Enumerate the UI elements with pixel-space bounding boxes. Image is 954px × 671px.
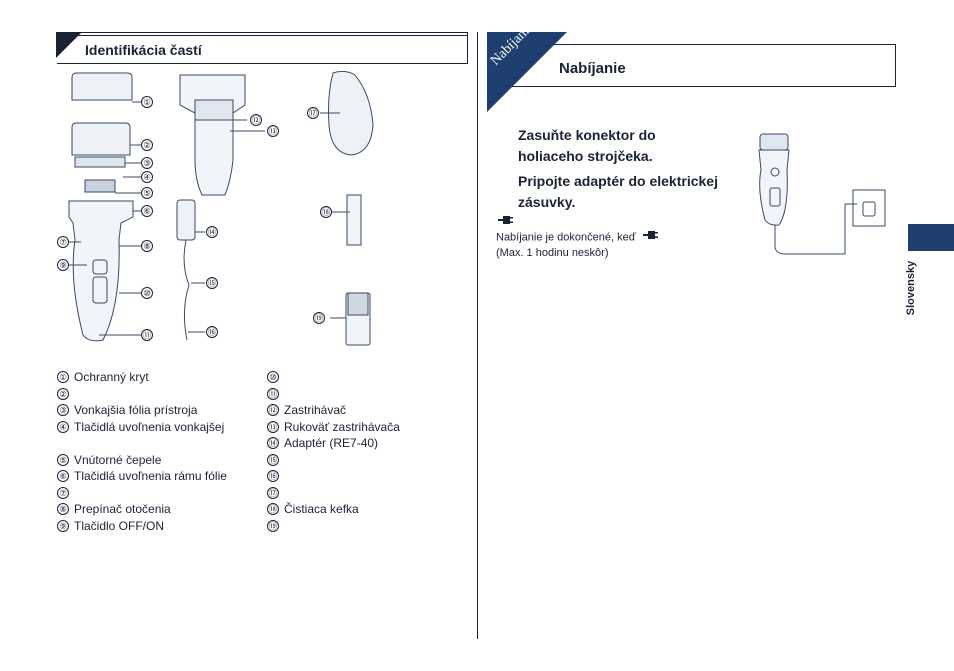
part-label: Tlačidlo OFF/ON [74, 518, 165, 533]
part-label: Tlačidlá uvoľnenia vonkajšej [74, 419, 225, 434]
part-number: ⑱ [267, 503, 279, 516]
callout-18: ⑱ [320, 206, 332, 218]
callout-6: ⑥ [141, 205, 153, 217]
header-top-rule [57, 35, 467, 36]
side-language-label: Slovensky [905, 260, 918, 316]
part-label: Tlačidlá uvoľnenia rámu fólie [74, 469, 227, 483]
page-divider [477, 32, 478, 639]
part-row: ⑬ Rukoväť zastrihávača [267, 419, 400, 436]
part-row: ⑧ Prepínač otočenia [57, 501, 227, 518]
callout-15: ⑮ [206, 277, 218, 289]
callout-10: ⑩ [141, 287, 153, 299]
part-number: ① [57, 371, 69, 384]
left-section-header: Identifikácia častí [56, 32, 468, 64]
part-row: ④ Tlačidlá uvoľnenia vonkajšej [57, 419, 227, 436]
callout-3: ③ [141, 157, 153, 169]
plug-icon [498, 212, 514, 230]
part-row: ⑨ Tlačidlo OFF/ON [57, 518, 227, 535]
part-number: ⑲ [267, 519, 279, 532]
callout-12: ⑫ [250, 114, 262, 126]
part-number: ⑥ [57, 470, 69, 483]
callout-16: ⑯ [206, 326, 218, 338]
part-row: ⑲ [267, 518, 400, 535]
part-number: ⑰ [267, 486, 279, 499]
section-title: Identifikácia častí [85, 42, 202, 58]
callout-7: ⑦ [57, 236, 69, 248]
part-label: Adaptér (RE7-40) [284, 436, 379, 450]
part-row: ⑪ [267, 386, 400, 403]
parts-illustration [67, 70, 374, 346]
part-number: ⑨ [57, 519, 69, 532]
part-row: ⑯ [267, 468, 400, 485]
part-row: ⑫ Zastrihávač [267, 402, 400, 419]
part-number: ③ [57, 404, 69, 417]
part-number: ⑤ [57, 453, 69, 466]
callout-17: ⑰ [307, 107, 319, 119]
part-label: Ochranný kryt [74, 370, 149, 384]
part-number: ⑭ [267, 437, 279, 450]
part-number: ⑯ [267, 470, 279, 483]
corner-tag-triangle [487, 32, 567, 112]
part-number: ⑪ [267, 387, 279, 400]
parts-list-col1: ① Ochranný kryt ② ③ Vonkajšia fólia prístr… [57, 369, 227, 534]
part-row: ⑰ [267, 485, 400, 502]
section-title: Nabíjanie [559, 60, 626, 77]
part-row: ③ Vonkajšia fólia prístroja [57, 402, 227, 419]
part-row: ⑮ [267, 452, 400, 469]
part-label: Rukoväť zastrihávača [284, 419, 400, 434]
callout-1: ① [141, 96, 153, 108]
part-number: ⑦ [57, 486, 69, 499]
part-row: ② [57, 386, 227, 403]
part-label: Vonkajšia fólia prístroja [74, 403, 198, 417]
callout-2: ② [141, 139, 153, 151]
callout-13: ⑬ [267, 125, 279, 137]
callout-9: ⑨ [57, 259, 69, 271]
part-label: Čistiaca kefka [284, 502, 359, 516]
callout-14: ⑭ [206, 226, 218, 238]
part-row: ⑭ Adaptér (RE7-40) [267, 435, 400, 452]
note-charging-complete: Nabíjanie je dokončené, keď [496, 230, 659, 245]
part-number: ⑫ [267, 404, 279, 417]
header-corner-triangle [56, 32, 82, 58]
part-number: ④ [57, 420, 69, 433]
part-number: ⑮ [267, 453, 279, 466]
part-row: ⑩ [267, 369, 400, 386]
part-row: ⑦ [57, 485, 227, 502]
callout-8: ⑧ [141, 240, 153, 252]
part-label: Zastrihávač [284, 403, 347, 417]
callout-11: ⑪ [141, 329, 153, 341]
part-label: Vnútorné čepele [74, 452, 162, 467]
callout-5: ⑤ [141, 187, 153, 199]
part-row: ⑥ Tlačidlá uvoľnenia rámu fólie [57, 468, 227, 485]
part-number: ⑧ [57, 503, 69, 516]
part-row: ⑱ Čistiaca kefka [267, 501, 400, 518]
charging-illustration [758, 133, 886, 255]
right-section-header: Nabíjanie [487, 44, 896, 87]
callout-4: ④ [141, 171, 153, 183]
plug-icon [642, 230, 659, 245]
part-row: ① Ochranný kryt [57, 369, 227, 386]
note-max-time: (Max. 1 hodinu neskôr) [496, 247, 609, 259]
part-label: Prepínač otočenia [74, 502, 171, 516]
step-2: Pripojte adaptér do elektrickej zásuvky. [518, 173, 718, 210]
part-row: ⑤ Vnútorné čepele [57, 452, 227, 469]
part-number: ⑩ [267, 371, 279, 384]
callout-19: ⑲ [313, 312, 325, 324]
step-1: Zasuňte konektor do holiaceho strojčeka. [518, 127, 656, 164]
part-number: ⑬ [267, 420, 279, 433]
language-tab [908, 224, 954, 251]
part-number: ② [57, 387, 69, 400]
parts-list-col2: ⑩ ⑪ ⑫ Zastrihávač ⑬ Rukoväť zastrihávača ⑭… [267, 369, 400, 534]
